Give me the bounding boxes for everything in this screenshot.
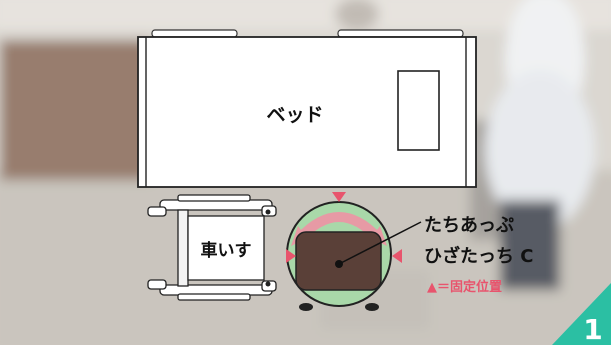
device-label-line2: ひざたっち C [424, 245, 533, 267]
bed-label: ベッド [266, 104, 323, 126]
fixed-position-marker-left [286, 249, 296, 263]
legend-fixed-position: ▲＝固定位置 [427, 279, 502, 295]
bed: ベッド [137, 29, 477, 188]
fixed-position-marker-right [392, 249, 402, 263]
rotation-arc [295, 212, 383, 243]
step-badge-number: 1 [583, 313, 602, 345]
device-label-line1: たちあっぷ [424, 215, 514, 236]
wheelchair: 車いす [147, 194, 277, 301]
turntable-device [286, 192, 422, 311]
pillow [397, 70, 440, 151]
step-badge: 1 [552, 283, 611, 345]
fixed-position-marker-top [332, 192, 346, 202]
wheelchair-label: 車いす [201, 240, 252, 261]
